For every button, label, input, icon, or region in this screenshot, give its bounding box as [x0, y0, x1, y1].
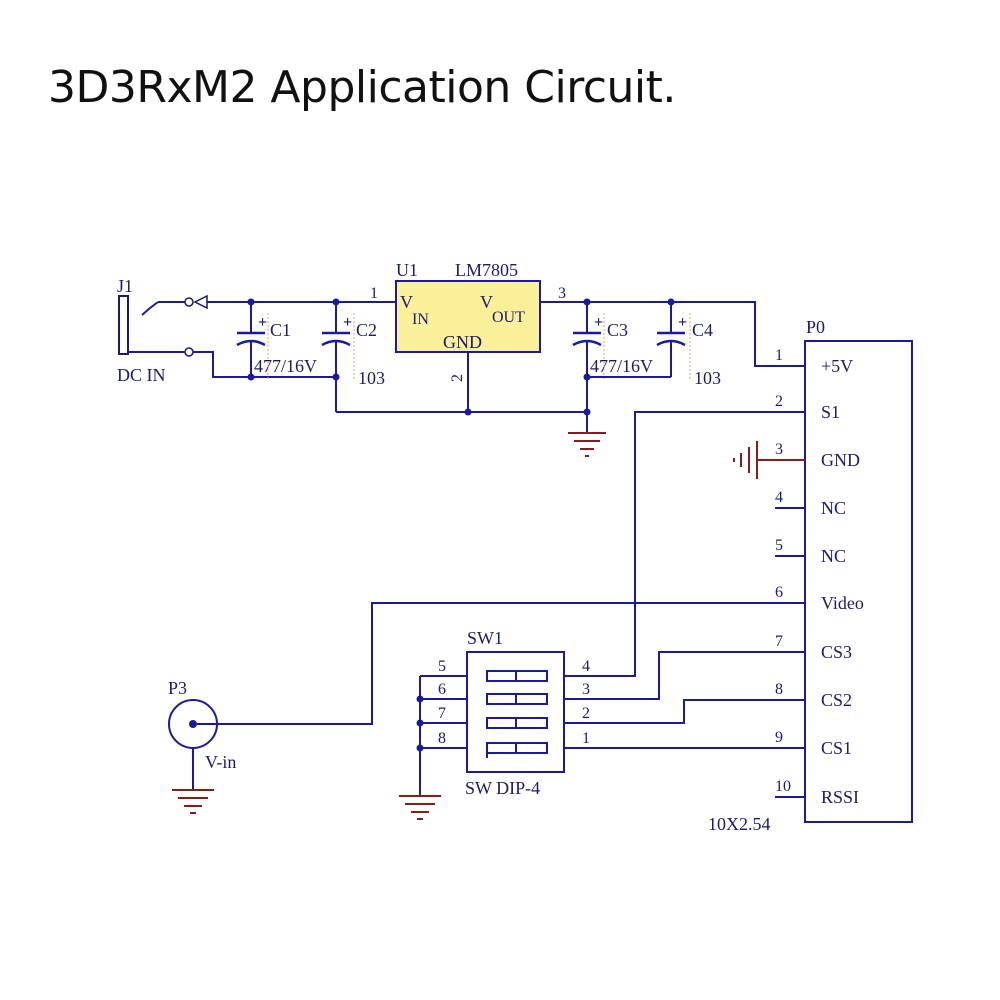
- u1-pin-gnd: 2: [449, 374, 466, 382]
- c4-value: 103: [694, 368, 721, 388]
- u1-vout-sub: OUT: [492, 309, 525, 326]
- sw1-left-pin: 7: [438, 705, 446, 722]
- c1-ref: C1: [270, 320, 291, 340]
- regulator-u1: U1 LM7805 V IN V OUT GND 1 3 2: [370, 260, 566, 382]
- p0-pin-number: 6: [775, 584, 783, 601]
- sw1-left-pin: 5: [438, 658, 446, 675]
- diagram-title: 3D3RxM2 Application Circuit.: [48, 62, 676, 113]
- capacitor-c4: + C4 103: [587, 302, 721, 388]
- p0-pin-name: +5V: [821, 356, 853, 376]
- sw1-right-pin: 4: [582, 658, 590, 675]
- p0-pin-4: 4NC: [775, 489, 846, 518]
- svg-text:+: +: [343, 314, 352, 331]
- u1-vout: V: [480, 292, 493, 312]
- p0-pin-name: CS2: [821, 690, 852, 710]
- connector-p0: P0 10X2.54 1+5V2S13GND4NC5NC6Video7CS38C…: [708, 317, 913, 834]
- c1-value: 477/16V: [254, 356, 317, 376]
- j1-name: DC IN: [117, 365, 166, 385]
- svg-text:+: +: [678, 314, 687, 331]
- ground-symbol-switch: [399, 795, 441, 820]
- p0-footprint: 10X2.54: [708, 814, 771, 834]
- p0-pin-number: 4: [775, 489, 783, 506]
- p0-ref: P0: [806, 317, 825, 337]
- u1-gnd: GND: [443, 332, 482, 352]
- svg-text:+: +: [258, 314, 267, 331]
- p0-pin-name: NC: [821, 546, 846, 566]
- c2-value: 103: [358, 368, 385, 388]
- p3-name: V-in: [205, 752, 236, 772]
- p0-pin-number: 5: [775, 537, 783, 554]
- p0-pin-number: 2: [775, 393, 783, 410]
- capacitor-c3: + C3 477/16V: [572, 302, 653, 432]
- capacitor-c1: + C1 477/16V: [236, 302, 317, 380]
- p0-pin-name: GND: [821, 450, 860, 470]
- p0-pin-number: 7: [775, 633, 783, 650]
- p0-pin-name: Video: [821, 593, 864, 613]
- sw1-right-pin: 1: [582, 730, 590, 747]
- p0-pin-number: 1: [775, 347, 783, 364]
- c3-ref: C3: [607, 320, 628, 340]
- p3-ref: P3: [168, 678, 187, 698]
- ground-symbol-regulator: [568, 432, 606, 457]
- c2-ref: C2: [356, 320, 377, 340]
- u1-ref: U1: [396, 260, 418, 280]
- c3-value: 477/16V: [590, 356, 653, 376]
- u1-pin-out: 3: [558, 285, 566, 302]
- sw1-left-pin: 6: [438, 681, 446, 698]
- bnc-connector-p3: P3 V-in: [168, 678, 236, 790]
- u1-pin-in: 1: [370, 285, 378, 302]
- p0-pin-number: 3: [775, 441, 783, 458]
- c4-ref: C4: [692, 320, 713, 340]
- p0-pin-number: 9: [775, 729, 783, 746]
- p0-pin-number: 8: [775, 681, 783, 698]
- p0-pin-name: RSSI: [821, 787, 859, 807]
- u1-part: LM7805: [455, 260, 518, 280]
- ground-symbol-p3: [172, 789, 214, 814]
- sw1-name: SW DIP-4: [465, 778, 540, 798]
- sw1-ref: SW1: [467, 628, 503, 648]
- sw1-right-pin: 3: [582, 681, 590, 698]
- p0-pin-name: CS1: [821, 738, 852, 758]
- p0-pin-number: 10: [775, 778, 791, 795]
- u1-vin: V: [400, 292, 413, 312]
- capacitor-c2: + C2 103: [321, 302, 385, 412]
- sw1-left-pin: 8: [438, 730, 446, 747]
- sw1-right-pin: 2: [582, 705, 590, 722]
- j1-ref: J1: [117, 276, 133, 296]
- p0-pin-5: 5NC: [775, 537, 846, 566]
- svg-text:+: +: [594, 314, 603, 331]
- u1-vin-sub: IN: [412, 311, 429, 328]
- p0-pin-name: CS3: [821, 642, 852, 662]
- p0-pin-name: NC: [821, 498, 846, 518]
- p0-pin-1: 1 +5V: [775, 347, 853, 376]
- j1-dc-jack: J1 DC IN: [117, 276, 208, 385]
- ground-symbol-p0: [733, 441, 805, 479]
- p0-pin-name: S1: [821, 402, 840, 422]
- p0-pin-2: 2S1: [775, 393, 840, 422]
